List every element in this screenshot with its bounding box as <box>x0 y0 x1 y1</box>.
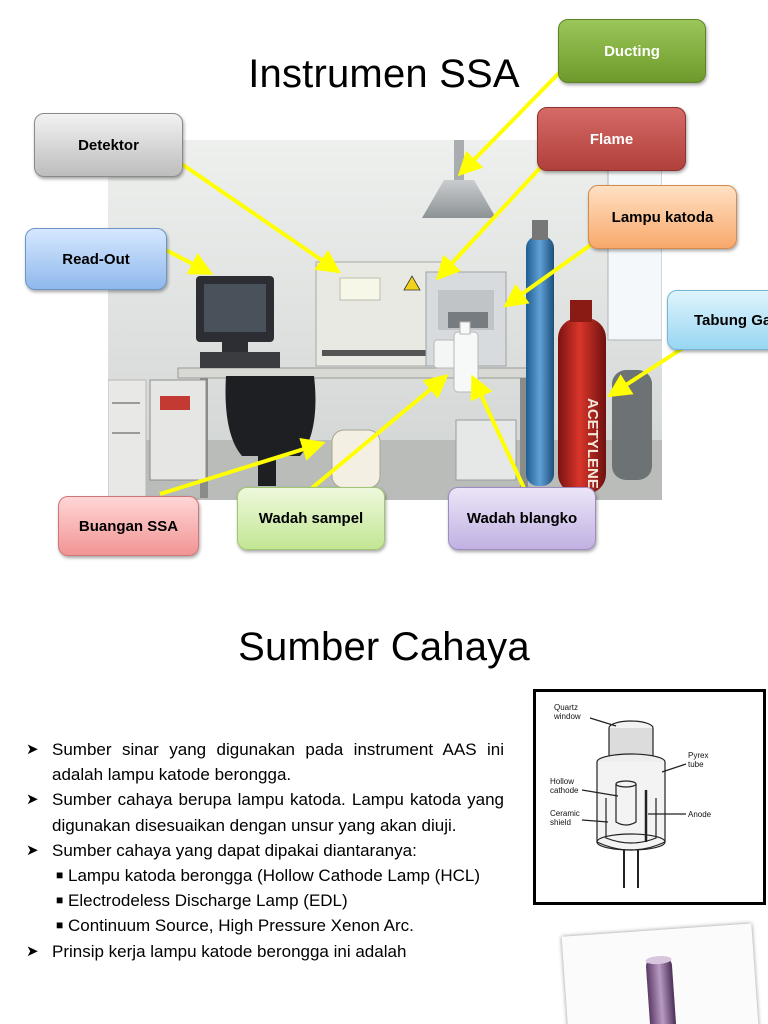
callout-lampu-katoda: Lampu katoda <box>588 185 737 249</box>
bullet-item: ➤ Prinsip kerja lampu katode berongga in… <box>22 939 504 964</box>
sub-bullet-item: ■ Continuum Source, High Pressure Xenon … <box>22 913 504 938</box>
callout-buangan-ssa: Buangan SSA <box>58 496 199 556</box>
bullet-list: ➤ Sumber sinar yang digunakan pada instr… <box>22 737 504 964</box>
square-bullet-icon: ■ <box>56 868 64 883</box>
callout-tabung-gas-label: Tabung Gas <box>694 311 768 329</box>
square-bullet-icon: ■ <box>56 918 64 933</box>
acetylene-label: ACETYLENE <box>584 398 601 489</box>
sub-bullet-item: ■ Electrodeless Discharge Lamp (EDL) <box>22 888 504 913</box>
bullet-item: ➤ Sumber sinar yang digunakan pada instr… <box>22 737 504 787</box>
sub-bullet-item: ■ Lampu katoda berongga (Hollow Cathode … <box>22 863 504 888</box>
callout-detektor: Detektor <box>34 113 183 177</box>
callout-buangan-ssa-label: Buangan SSA <box>78 517 179 535</box>
arrow-bullet-icon: ➤ <box>26 841 39 859</box>
arrow-bullet-icon: ➤ <box>26 791 39 809</box>
instrument-photo: ACETYLENE <box>108 140 662 500</box>
bullet-item: ➤ Sumber cahaya yang dapat dipakai diant… <box>22 838 504 863</box>
lamp-photo <box>561 923 761 1024</box>
callout-flame-label: Flame <box>589 130 634 148</box>
arrow-bullet-icon: ➤ <box>26 942 39 960</box>
callout-read-out-label: Read-Out <box>62 250 130 268</box>
label-anode: Anode <box>688 810 712 819</box>
callout-tabung-gas: Tabung Gas <box>667 290 768 350</box>
callout-wadah-blangko: Wadah blangko <box>448 487 596 550</box>
callout-wadah-sampel-label: Wadah sampel <box>258 510 364 527</box>
callout-detektor-label: Detektor <box>78 136 139 154</box>
callout-lampu-katoda-label: Lampu katoda <box>611 208 714 226</box>
callout-flame: Flame <box>537 107 686 171</box>
callout-read-out: Read-Out <box>25 228 167 290</box>
slide-title: Sumber Cahaya <box>238 625 530 669</box>
callout-ducting: Ducting <box>558 19 706 83</box>
callout-ducting-label: Ducting <box>604 42 660 60</box>
callout-wadah-sampel: Wadah sampel <box>237 487 385 550</box>
slide-instrumen-ssa: Instrumen SSA <box>25 19 768 556</box>
square-bullet-icon: ■ <box>56 893 64 908</box>
arrow-bullet-icon: ➤ <box>26 741 39 758</box>
callout-wadah-blangko-label: Wadah blangko <box>466 510 578 527</box>
slide-sumber-cahaya: Sumber Cahaya ➤ Sumber sinar yang diguna… <box>0 575 768 1024</box>
bullet-item: ➤ Sumber cahaya berupa lampu katoda. Lam… <box>22 787 504 837</box>
